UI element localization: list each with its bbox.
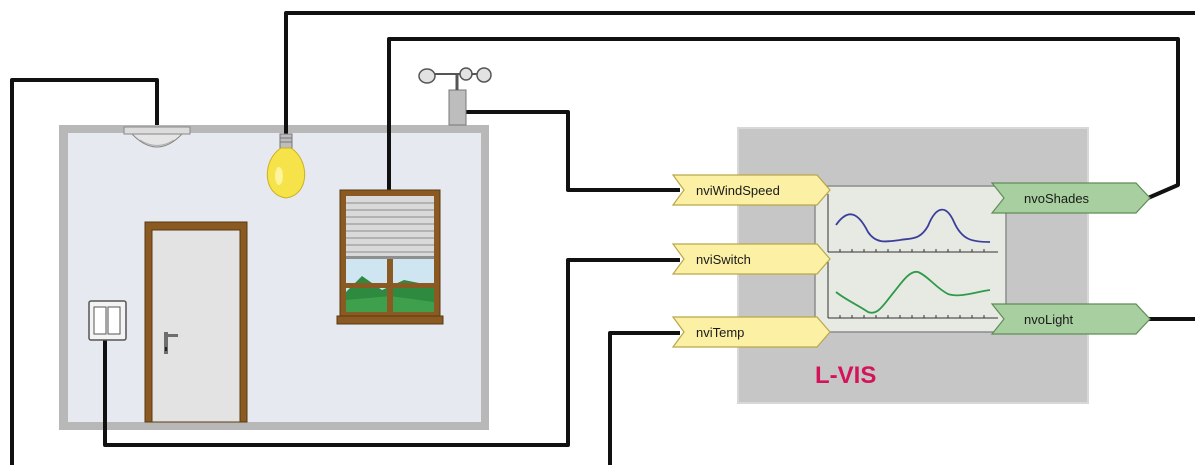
- screen-chart-top: [827, 194, 998, 253]
- output-tag-light: nvoLight: [990, 303, 1151, 335]
- ceiling-sensor-icon: [123, 126, 191, 148]
- lvis-screen: [814, 185, 1007, 333]
- input-label: nviWindSpeed: [696, 183, 780, 198]
- input-tag-temp: nviTemp: [671, 316, 831, 348]
- output-label: nvoLight: [1024, 312, 1074, 327]
- chart-line-top: [835, 208, 991, 243]
- door-panel: [151, 229, 241, 423]
- wire-windspeed: [466, 110, 680, 192]
- wire-shades: [387, 37, 1180, 200]
- wire-temp: [608, 331, 680, 465]
- lvis-title: L-VIS: [815, 362, 876, 389]
- wire-ceiling-sensor: [10, 78, 159, 465]
- window-shade-icon: [336, 189, 444, 325]
- light-bulb-icon: [266, 133, 306, 199]
- input-label: nviTemp: [696, 325, 744, 340]
- wire-light: [284, 11, 1195, 134]
- input-label: nviSwitch: [696, 252, 751, 267]
- wire-switch: [103, 258, 680, 447]
- screen-frame: [814, 185, 1007, 333]
- output-tag-shades: nvoShades: [990, 182, 1151, 214]
- chart-line-bottom: [835, 270, 991, 314]
- door-handle-icon: [164, 332, 178, 354]
- output-label: nvoShades: [1024, 191, 1090, 206]
- wires: [10, 11, 1195, 465]
- input-tag-windspeed: nviWindSpeed: [671, 174, 831, 206]
- input-tag-switch: nviSwitch: [671, 243, 831, 275]
- screen-chart-bottom: [827, 262, 998, 319]
- anemometer-icon: [418, 67, 492, 126]
- wall-switch-icon: [88, 300, 127, 341]
- door: [144, 221, 248, 423]
